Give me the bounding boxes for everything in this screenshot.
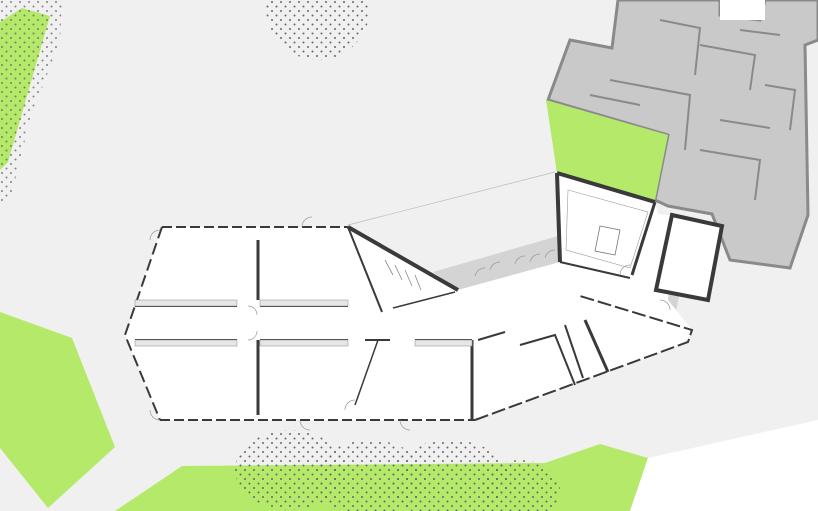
tree-dots-bottom-3	[390, 440, 510, 511]
tree-dots-bottom-1	[235, 430, 345, 510]
meeting-table	[594, 225, 621, 256]
corridor-lockers	[134, 299, 473, 347]
white-plot-bottom-right	[630, 420, 818, 511]
tree-dots-bottom-4	[480, 460, 560, 511]
existing-building-walls	[589, 19, 797, 201]
site-line	[347, 171, 556, 226]
meeting-room-counter	[565, 189, 649, 269]
tree-dots-top	[266, 0, 370, 60]
existing-building-light-well	[720, 0, 765, 20]
exterior-walls	[123, 171, 694, 421]
doors	[149, 216, 671, 431]
new-building-floor	[125, 173, 692, 420]
existing-building	[546, 0, 818, 270]
annex-room	[653, 212, 725, 303]
green-area-bottom-left	[0, 312, 115, 508]
toilet-stalls	[384, 259, 422, 291]
dots-left-strip	[0, 0, 62, 205]
courtyard-green	[546, 100, 668, 200]
covered-walkway	[433, 236, 560, 290]
